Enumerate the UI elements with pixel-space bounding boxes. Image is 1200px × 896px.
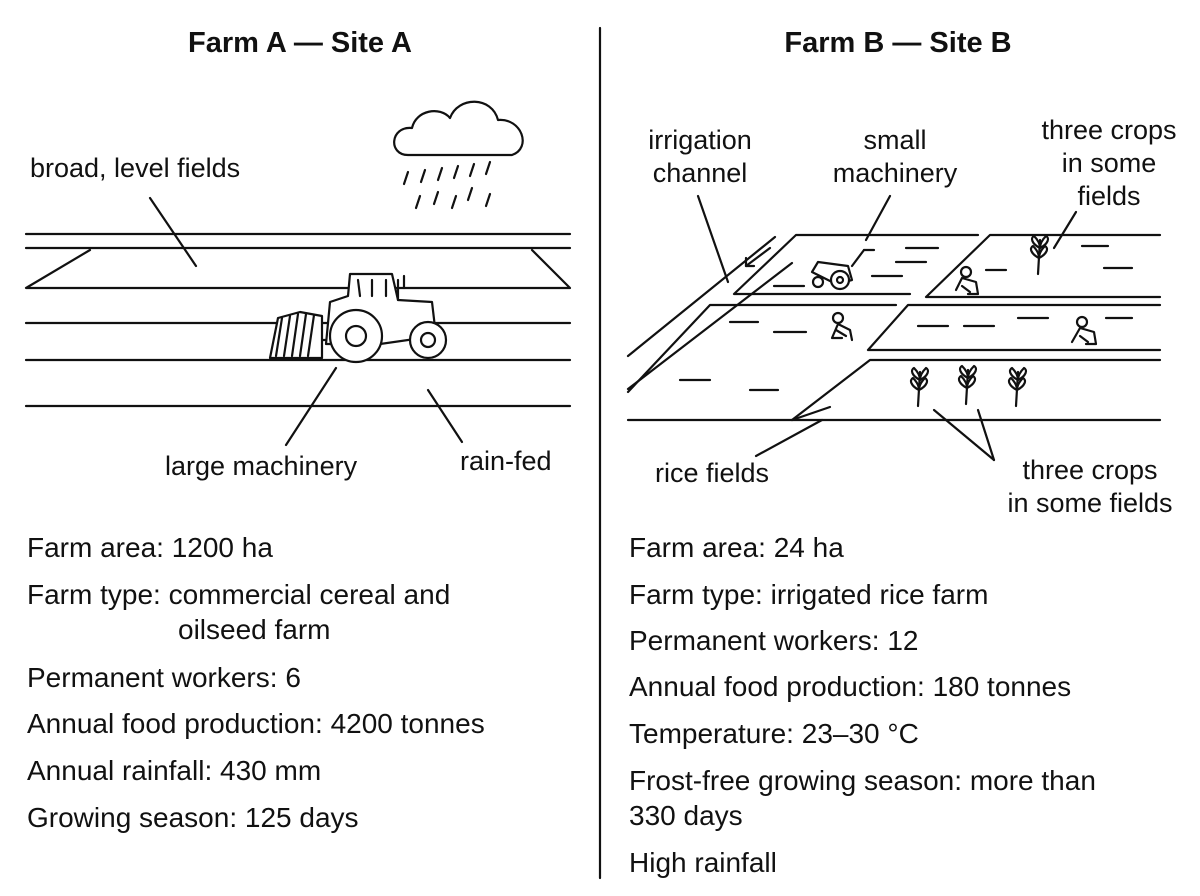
label-broad-level-fields: broad, level fields xyxy=(30,153,241,183)
label-irrigation-line-2: channel xyxy=(652,158,748,188)
farm-a-fact-type-continued: oilseed farm xyxy=(178,614,331,645)
fact-value: commercial cereal and xyxy=(168,579,451,610)
label-small-machinery-line-2: machinery xyxy=(832,158,958,188)
label-small-machinery: small machinery xyxy=(820,124,970,190)
fact-key: Farm type: xyxy=(27,579,161,610)
label-three-crops-top-line-1: three crops xyxy=(1041,115,1177,145)
person-icon xyxy=(830,311,854,342)
farm-b-fact-growing-season-continued: 330 days xyxy=(629,800,743,831)
farm-a-fact-season: Growing season: 125 days xyxy=(27,801,359,834)
farm-a-fact-type: Farm type: commercial cereal and xyxy=(27,578,450,611)
crop-plant-icon xyxy=(909,366,930,408)
crop-plant-icon xyxy=(1007,366,1028,408)
label-three-crops-top: three crops in some fields xyxy=(1030,114,1188,213)
small-tractor-icon xyxy=(810,248,876,291)
fact-key: Farm area: xyxy=(27,532,164,563)
fact-value: 125 days xyxy=(244,802,359,833)
person-icon xyxy=(954,265,980,296)
farm-b-fact-area: Farm area: 24 ha xyxy=(629,531,844,564)
fact-value: 430 mm xyxy=(220,755,322,786)
fact-value: 23–30 °C xyxy=(801,718,919,749)
farm-b-fact-temperature: Temperature: 23–30 °C xyxy=(629,717,919,750)
farm-b-fact-production: Annual food production: 180 tonnes xyxy=(629,670,1071,703)
arrow-icon xyxy=(744,246,772,268)
fact-key: High rainfall xyxy=(629,847,777,878)
fact-value: 1200 ha xyxy=(171,532,273,563)
farm-b-title: Farm B — Site B xyxy=(784,27,1012,59)
label-three-crops-bottom-line-1: three crops xyxy=(1022,455,1158,485)
farm-a-title: Farm A — Site A xyxy=(188,27,412,59)
label-rice-fields: rice fields xyxy=(655,458,770,488)
irrigation-channel xyxy=(626,235,777,358)
fact-key: Growing season: xyxy=(27,802,238,833)
fact-value: irrigated rice farm xyxy=(770,579,989,610)
farm-b-fact-workers: Permanent workers: 12 xyxy=(629,624,918,657)
tractor-icon xyxy=(268,272,448,364)
fact-key: Permanent workers: xyxy=(27,662,278,693)
fact-key: Farm type: xyxy=(629,579,763,610)
fact-key: Temperature: xyxy=(629,718,794,749)
crop-plant-icon xyxy=(957,364,978,406)
fact-key: Annual food production: xyxy=(27,708,323,739)
field-parallelogram xyxy=(24,248,572,290)
fact-key: Permanent workers: xyxy=(629,625,880,656)
crop-plant-icon xyxy=(1029,234,1050,276)
label-three-crops-top-line-3: fields xyxy=(1077,181,1141,211)
farm-b-fact-rainfall: High rainfall xyxy=(629,846,777,879)
label-three-crops-bottom-line-2: in some fields xyxy=(1007,488,1173,518)
label-rain-fed: rain-fed xyxy=(460,446,552,476)
farm-a-fact-area: Farm area: 1200 ha xyxy=(27,531,273,564)
label-large-machinery: large machinery xyxy=(165,451,358,481)
label-three-crops-bottom: three crops in some fields xyxy=(994,454,1186,520)
farm-b-fact-type: Farm type: irrigated rice farm xyxy=(629,578,988,611)
fact-value: 180 tonnes xyxy=(932,671,1072,702)
fact-key: Farm area: xyxy=(629,532,766,563)
label-irrigation-line-1: irrigation xyxy=(648,125,752,155)
farm-a-illustration xyxy=(24,196,572,447)
label-three-crops-top-line-2: in some xyxy=(1061,148,1157,178)
farm-a-fact-production: Annual food production: 4200 tonnes xyxy=(27,707,485,740)
fact-value: 24 ha xyxy=(773,532,844,563)
fact-key: Annual food production: xyxy=(629,671,925,702)
fact-key: Annual rainfall: xyxy=(27,755,213,786)
rain-icon xyxy=(402,160,492,210)
cloud-icon xyxy=(393,100,524,157)
farm-b-fact-growing-season: Frost-free growing season: more than xyxy=(629,764,1096,797)
fact-key: Frost-free growing season: xyxy=(629,765,963,796)
fact-value: 6 xyxy=(285,662,301,693)
farm-b-illustration xyxy=(626,194,1162,462)
label-irrigation-channel: irrigation channel xyxy=(630,124,770,190)
fact-value: 4200 tonnes xyxy=(330,708,485,739)
farm-a-fact-workers: Permanent workers: 6 xyxy=(27,661,301,694)
fact-value: 12 xyxy=(887,625,919,656)
fact-value: more than xyxy=(969,765,1096,796)
label-small-machinery-line-1: small xyxy=(863,125,927,155)
person-icon xyxy=(1070,315,1098,346)
farm-a-fact-rainfall: Annual rainfall: 430 mm xyxy=(27,754,321,787)
